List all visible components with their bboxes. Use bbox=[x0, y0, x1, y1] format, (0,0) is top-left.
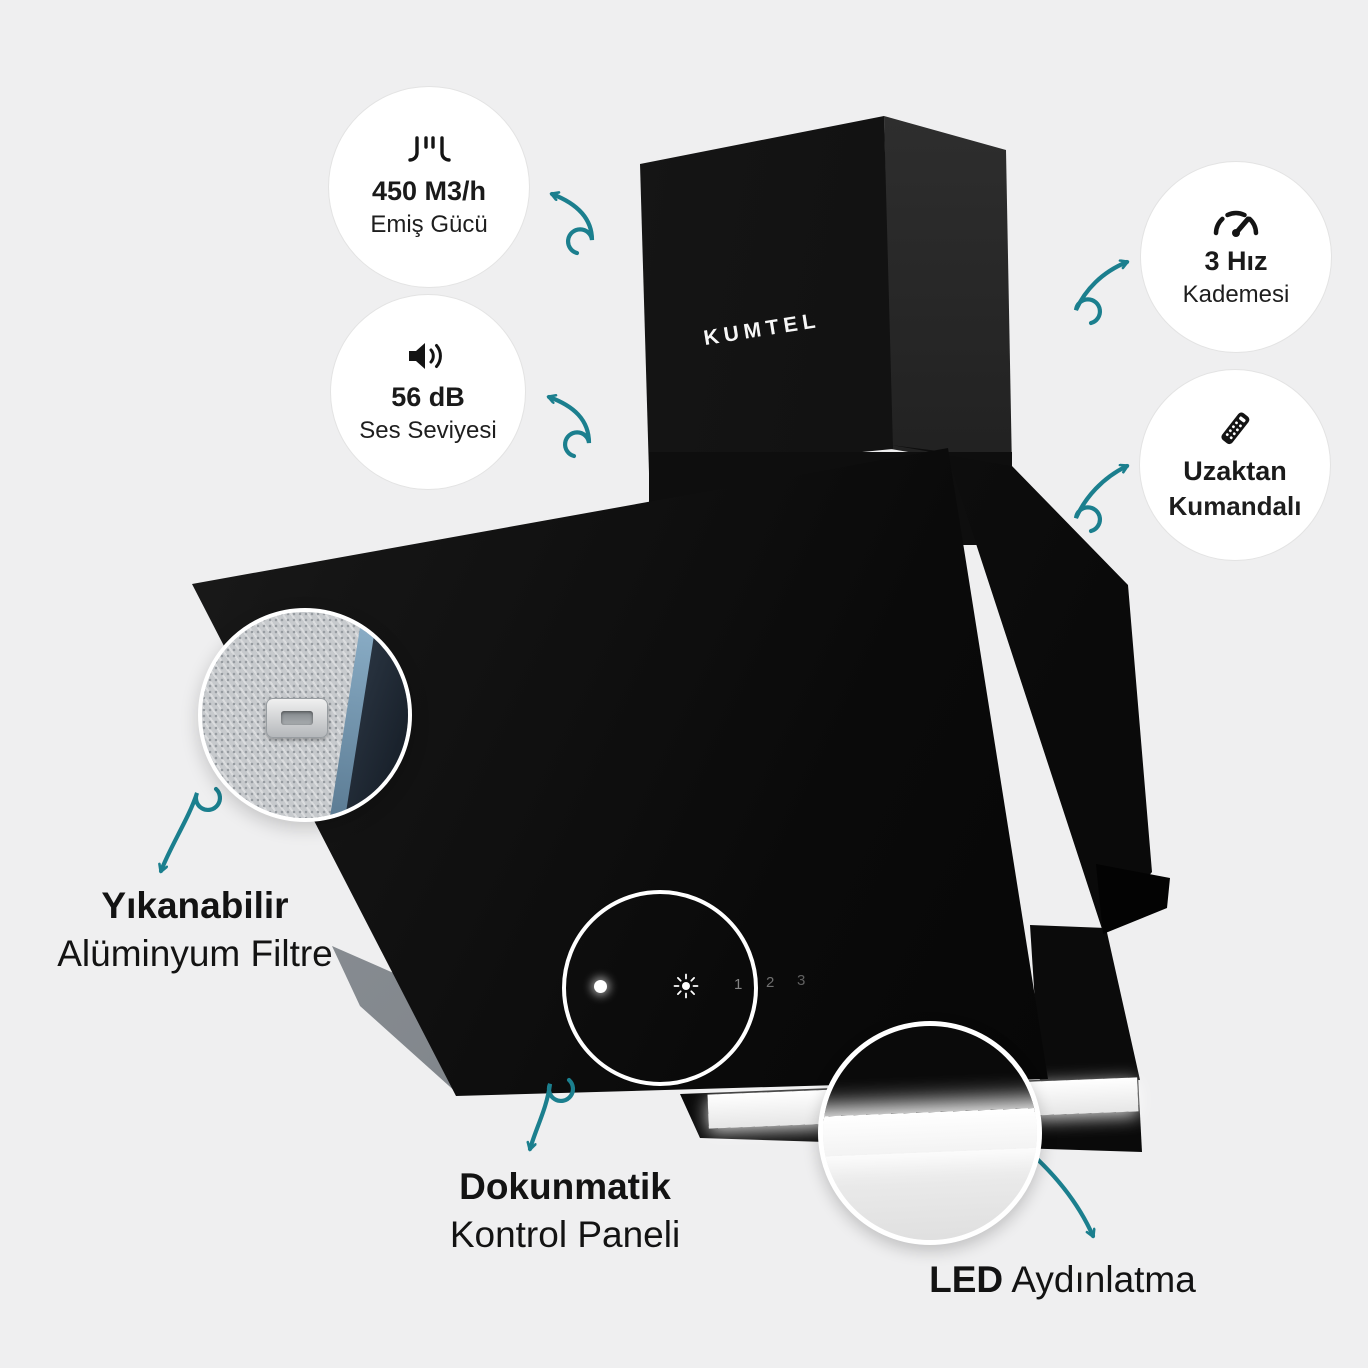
callout-speed-levels: 3 Hız Kademesi bbox=[1140, 161, 1332, 353]
touch-label-line2: Kontrol Paneli bbox=[449, 1214, 681, 1256]
speed-2-label: 2 bbox=[766, 974, 775, 991]
led-label-bold: LED bbox=[929, 1259, 1004, 1300]
filter-label-line2: Alüminyum Filtre bbox=[57, 933, 333, 975]
callout-title: Uzaktan bbox=[1183, 455, 1287, 486]
filter-feature-label: Yıkanabilir Alüminyum Filtre bbox=[15, 882, 375, 978]
callout-suction-power: 450 M3/h Emiş Gücü bbox=[328, 86, 530, 288]
speed-3-label: 3 bbox=[797, 972, 806, 989]
led-zoom-circle bbox=[818, 1021, 1042, 1245]
callout-title: 56 dB bbox=[391, 381, 465, 412]
control-panel-zoom-circle bbox=[562, 890, 758, 1086]
arrow-remote bbox=[1073, 466, 1127, 534]
filter-label-line1: Yıkanabilir bbox=[101, 885, 289, 926]
airflow-icon bbox=[405, 134, 453, 168]
callout-remote-control: Uzaktan Kumandalı bbox=[1139, 369, 1331, 561]
filter-zoom-circle bbox=[198, 608, 412, 822]
callout-title: 3 Hız bbox=[1204, 245, 1268, 276]
arrow-noise bbox=[549, 397, 592, 459]
filter-latch bbox=[266, 698, 328, 738]
arrow-speed bbox=[1073, 262, 1127, 326]
led-feature-label: LED Aydınlatma bbox=[875, 1256, 1250, 1304]
speedometer-icon bbox=[1210, 204, 1262, 238]
hood-underside bbox=[823, 1026, 1037, 1122]
callout-subtitle: Kumandalı bbox=[1168, 490, 1302, 521]
callout-subtitle: Ses Seviyesi bbox=[359, 417, 497, 445]
arrow-suction bbox=[552, 194, 595, 256]
led-label-rest: Aydınlatma bbox=[1011, 1259, 1196, 1300]
touch-feature-label: Dokunmatik Kontrol Paneli bbox=[385, 1163, 745, 1259]
remote-icon bbox=[1215, 408, 1255, 448]
touch-label-line1: Dokunmatik bbox=[459, 1166, 671, 1207]
callout-title: 450 M3/h bbox=[371, 175, 487, 206]
callout-subtitle: Kademesi bbox=[1182, 281, 1290, 309]
callout-subtitle: Emiş Gücü bbox=[370, 211, 488, 239]
callout-noise-level: 56 dB Ses Seviyesi bbox=[330, 294, 526, 490]
speaker-icon bbox=[405, 338, 451, 374]
